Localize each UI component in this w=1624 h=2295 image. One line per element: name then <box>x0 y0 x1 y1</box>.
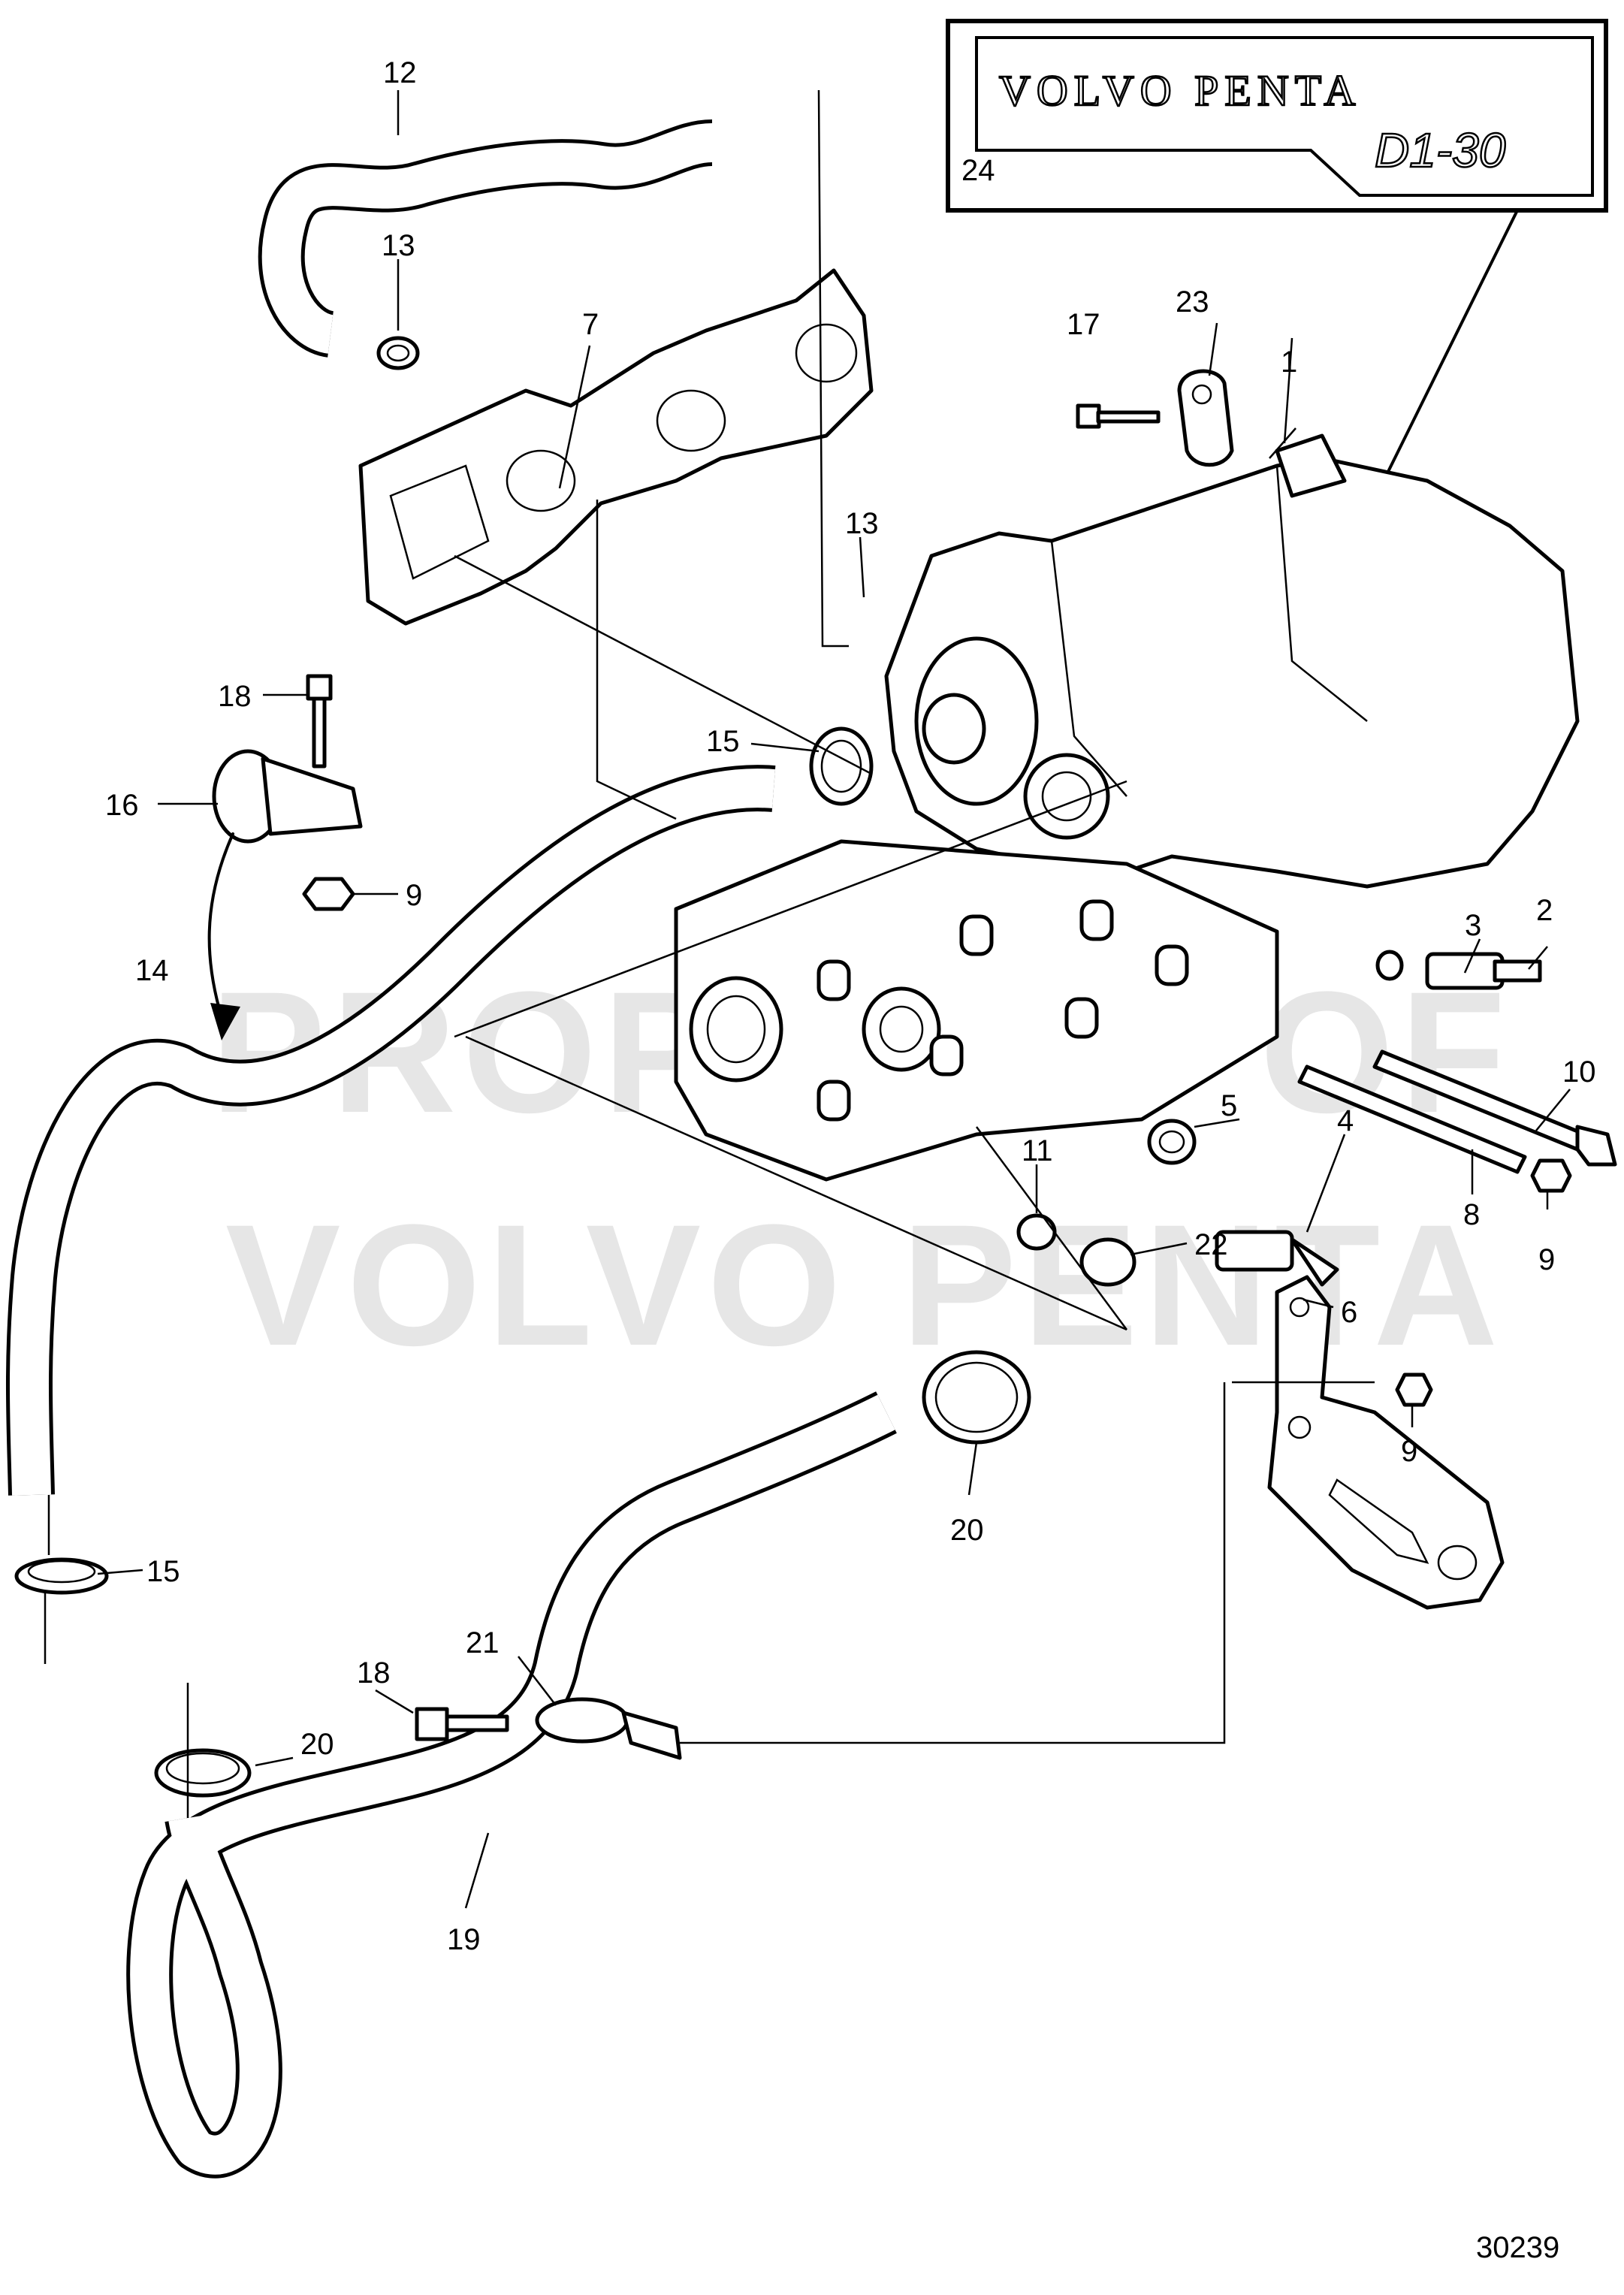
label-13-lower: 13 <box>845 507 879 540</box>
sealing-washer-5 <box>1147 1119 1197 1165</box>
label-21: 21 <box>466 1626 500 1659</box>
bracket-23 <box>1177 369 1234 467</box>
hose-clamp-15-upper <box>809 726 874 806</box>
rubber-grommet-16 <box>212 749 363 844</box>
temperature-sender-2 <box>1425 952 1542 990</box>
label-3: 3 <box>1465 909 1481 942</box>
nut-9-left <box>302 877 355 911</box>
coolant-hose-12 <box>258 119 714 358</box>
label-7: 7 <box>582 308 599 341</box>
coolant-hose-14 <box>5 765 776 1496</box>
oil-pressure-sender-4 <box>1215 1230 1339 1287</box>
label-19: 19 <box>447 1923 481 1956</box>
label-16: 16 <box>105 789 139 822</box>
label-8: 8 <box>1463 1198 1480 1231</box>
decal-brand-text: VOLVO PENTA <box>999 66 1361 115</box>
label-12: 12 <box>383 56 417 89</box>
label-15-upper: 15 <box>706 725 740 758</box>
label-1: 1 <box>1281 346 1297 379</box>
label-24: 24 <box>961 154 995 187</box>
label-9-left: 9 <box>406 879 422 912</box>
figure-number: 30239 <box>1476 2231 1559 2264</box>
label-23: 23 <box>1176 285 1209 319</box>
nut-9-right <box>1530 1158 1572 1193</box>
hose-clamp-20-lower <box>154 1748 252 1798</box>
label-9-bracket: 9 <box>1401 1435 1417 1468</box>
label-10: 10 <box>1562 1055 1596 1089</box>
decal-callout-box: VOLVO PENTA D1-30 <box>946 19 1608 567</box>
label-22: 22 <box>1194 1228 1228 1261</box>
callout-labels: 12 13 7 17 23 1 24 13 18 15 16 9 14 3 2 … <box>105 56 1596 2264</box>
label-9-right: 9 <box>1538 1243 1555 1276</box>
label-17: 17 <box>1067 308 1100 341</box>
label-11: 11 <box>1022 1134 1053 1167</box>
label-4: 4 <box>1337 1104 1354 1137</box>
label-6: 6 <box>1341 1296 1357 1329</box>
label-13-top: 13 <box>382 229 415 262</box>
bolt-18-lower <box>415 1707 509 1741</box>
label-2: 2 <box>1536 894 1553 927</box>
bolt-17 <box>1076 403 1161 429</box>
label-20-lower: 20 <box>300 1728 334 1761</box>
label-18-lower: 18 <box>357 1656 391 1690</box>
label-20-upper: 20 <box>950 1514 984 1547</box>
exhaust-gasket-7 <box>358 268 874 626</box>
stud-10 <box>1372 1049 1617 1167</box>
stud-8 <box>1297 1064 1527 1174</box>
coolant-pipe-19 <box>126 1391 897 2179</box>
heat-exchanger-1 <box>884 433 1580 889</box>
plug-22 <box>1079 1237 1136 1287</box>
hose-clamp-15-lower <box>14 1557 109 1595</box>
label-5: 5 <box>1221 1089 1237 1122</box>
hose-clamp-13-top <box>376 336 420 370</box>
bolt-18-upper <box>306 674 333 769</box>
label-14: 14 <box>135 954 169 987</box>
leader-lines <box>44 89 1571 1909</box>
nut-9-bracket <box>1395 1372 1433 1407</box>
sealing-washer-11 <box>1016 1213 1057 1251</box>
label-15-lower: 15 <box>146 1555 180 1588</box>
label-18-upper: 18 <box>218 680 252 713</box>
decal-model-text: D1-30 <box>1375 123 1506 177</box>
sealing-washer-3 <box>1375 950 1404 981</box>
pipe-clamp-21 <box>535 1697 682 1760</box>
hose-clamp-20-upper <box>922 1350 1031 1445</box>
cylinder-head-block <box>674 839 1279 1182</box>
